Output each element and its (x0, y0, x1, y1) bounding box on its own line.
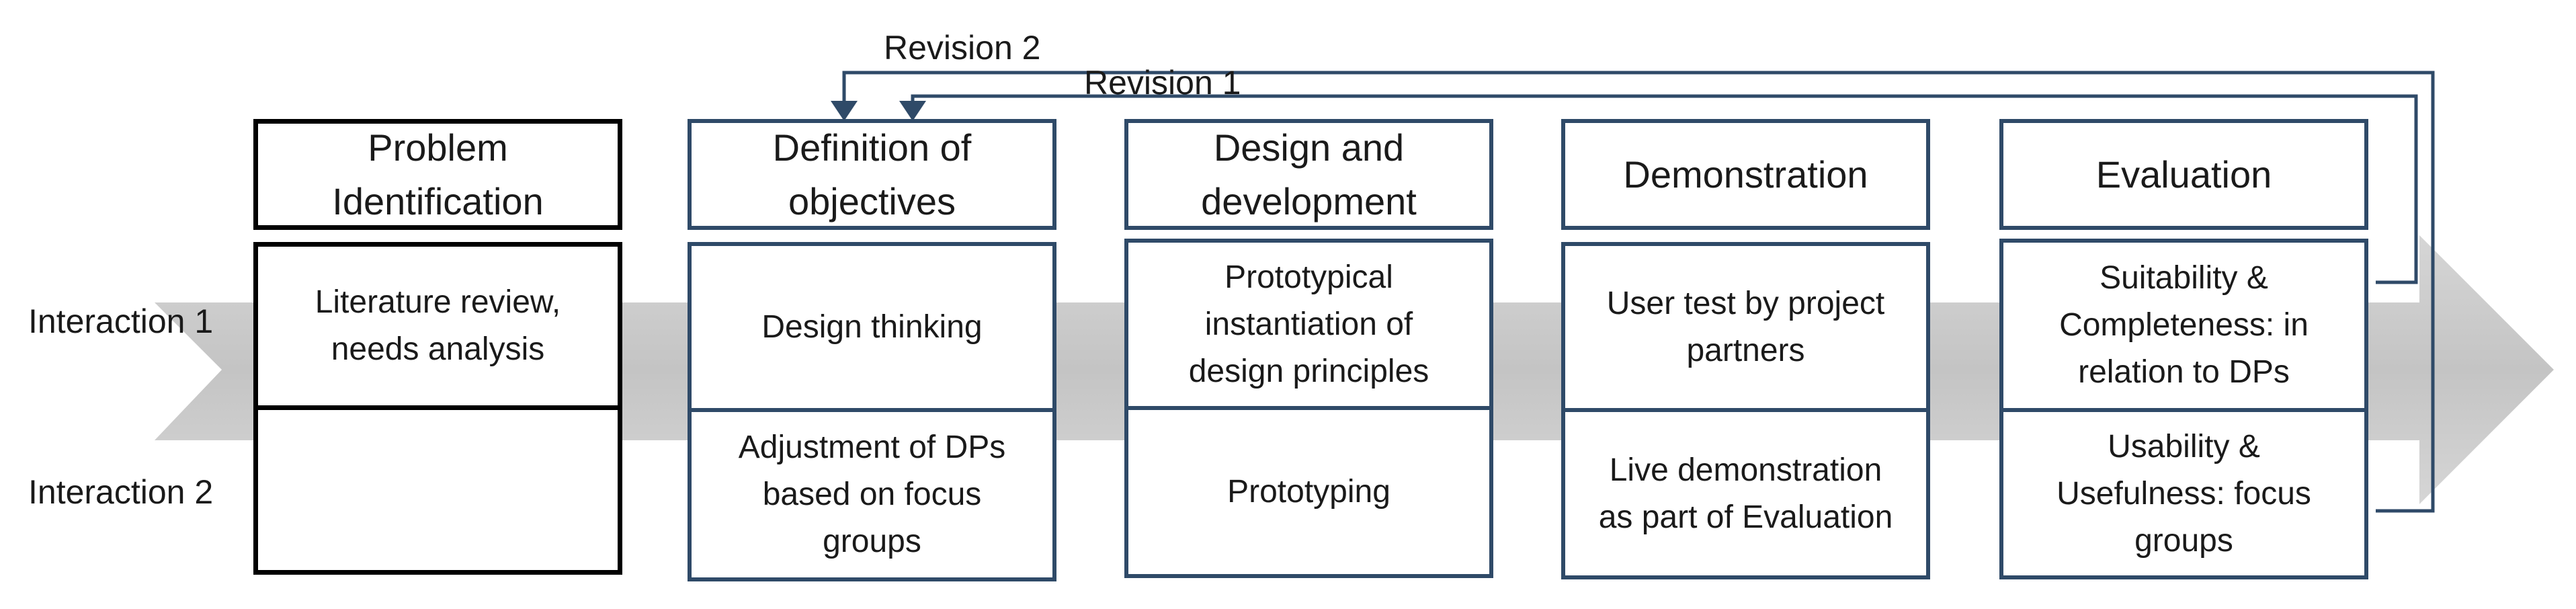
stage-iteration-1-text: Literature review,needs analysis (315, 284, 561, 367)
stage-definition-of-objectives-iteration-1: Design thinking (688, 242, 1056, 412)
revision-2-label: Revision 2 (884, 29, 1040, 67)
revision-2-arrowhead (831, 101, 858, 121)
row-label-iteration-1: Interaction 1 (28, 302, 214, 340)
stage-problem-identification-iteration-1: Literature review,needs analysis (253, 242, 622, 410)
stage-iteration-1-text: Design thinking (761, 309, 983, 345)
stage-iteration-2-text: Prototyping (1227, 474, 1390, 510)
stage-design-and-development-iteration-2: Prototyping (1124, 406, 1493, 578)
stage-problem-identification-iteration-2 (253, 405, 622, 575)
revision-1-label: Revision 1 (1084, 64, 1241, 102)
row-label-iteration-2: Interaction 2 (28, 473, 214, 511)
revision-1-line (911, 94, 2418, 284)
stage-demonstration-header: Demonstration (1561, 119, 1930, 230)
revision-1-arrowhead (899, 101, 926, 121)
stage-title: Evaluation (2095, 153, 2272, 196)
revision-2-line (842, 71, 2435, 513)
stage-title: Demonstration (1623, 153, 1868, 196)
stage-evaluation-header: Evaluation (1999, 119, 2368, 230)
